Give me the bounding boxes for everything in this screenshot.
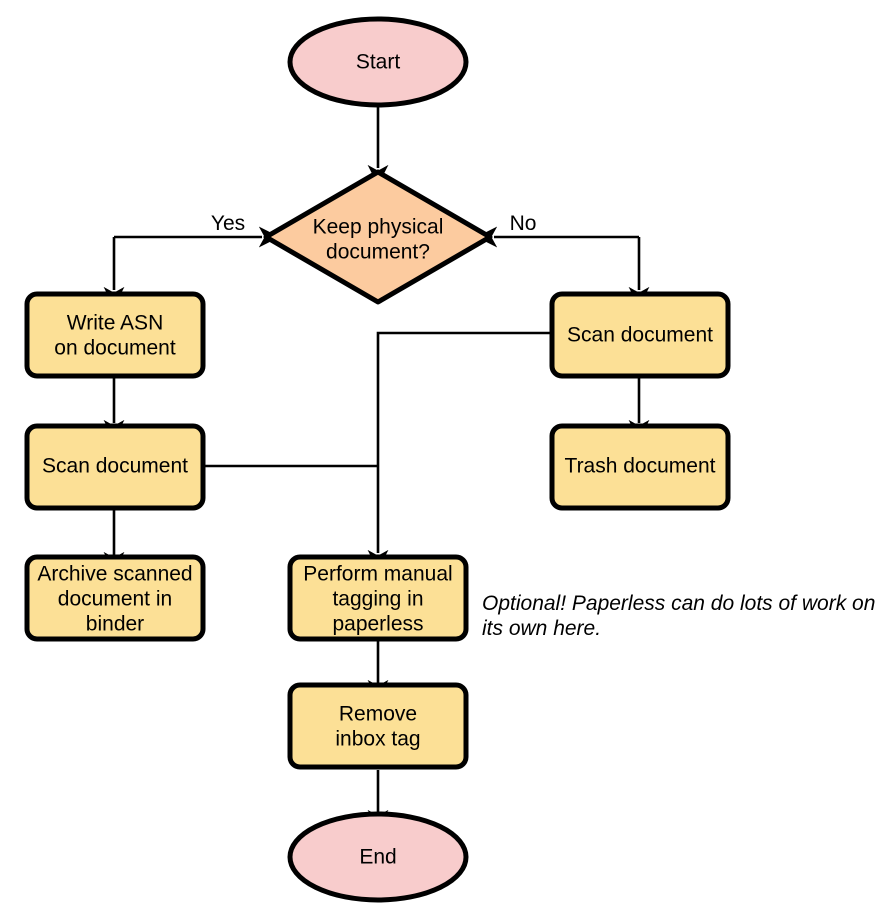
- node-scan-document-left[interactable]: Scan document: [24, 423, 206, 511]
- archive-box-shape: [24, 554, 206, 642]
- optional-note-line1: Optional! Paperless can do lots of work …: [482, 592, 875, 615]
- scan-document-left-label: Scan document: [42, 455, 188, 478]
- edge-label-no: No: [510, 212, 537, 235]
- scan-document-right-box-shape: [549, 291, 731, 379]
- decision-label-line2: document?: [326, 241, 430, 264]
- node-start[interactable]: Start: [287, 16, 469, 108]
- node-write-asn-on-document[interactable]: Write ASN on document: [24, 291, 206, 379]
- tagging-label-line3: paperless: [332, 613, 423, 636]
- write-asn-box-shape: [24, 291, 206, 379]
- node-archive-scanned-document[interactable]: Archive scanned document in binder: [24, 554, 206, 642]
- remove-inbox-label-line1: Remove: [339, 703, 417, 726]
- annotation-optional-note: Optional! Paperless can do lots of work …: [482, 592, 875, 640]
- node-scan-document-right[interactable]: Scan document: [549, 291, 731, 379]
- archive-label-line1: Archive scanned: [37, 563, 192, 586]
- end-ellipse-shape: [287, 811, 469, 903]
- node-trash-document[interactable]: Trash document: [549, 423, 731, 511]
- edge-scanright-to-tagging: [367, 331, 552, 571]
- archive-label-line3: binder: [86, 613, 144, 636]
- write-asn-label-line1: Write ASN: [67, 312, 163, 335]
- scan-document-left-box-shape: [24, 423, 206, 511]
- optional-note-line2: its own here.: [482, 617, 601, 640]
- end-label: End: [359, 846, 396, 869]
- scan-document-right-label: Scan document: [567, 324, 713, 347]
- tagging-label-line1: Perform manual: [303, 563, 452, 586]
- remove-inbox-label-line2: inbox tag: [335, 728, 420, 751]
- tagging-label-line2: tagging in: [332, 588, 423, 611]
- node-perform-manual-tagging[interactable]: Perform manual tagging in paperless: [287, 554, 469, 642]
- node-remove-inbox-tag[interactable]: Remove inbox tag: [287, 682, 469, 770]
- decision-diamond-shape: [263, 169, 493, 305]
- archive-label-line2: document in: [58, 588, 172, 611]
- edge-label-yes: Yes: [211, 212, 245, 235]
- decision-label-line1: Keep physical: [313, 216, 444, 239]
- write-asn-label-line2: on document: [54, 337, 176, 360]
- node-end[interactable]: End: [287, 811, 469, 903]
- start-label: Start: [356, 51, 401, 74]
- remove-inbox-box-shape: [287, 682, 469, 770]
- trash-document-box-shape: [549, 423, 731, 511]
- node-decision-keep-physical-document[interactable]: Keep physical document?: [263, 169, 493, 305]
- start-ellipse-shape: [287, 16, 469, 108]
- tagging-box-shape: [287, 554, 469, 642]
- trash-document-label: Trash document: [565, 455, 716, 478]
